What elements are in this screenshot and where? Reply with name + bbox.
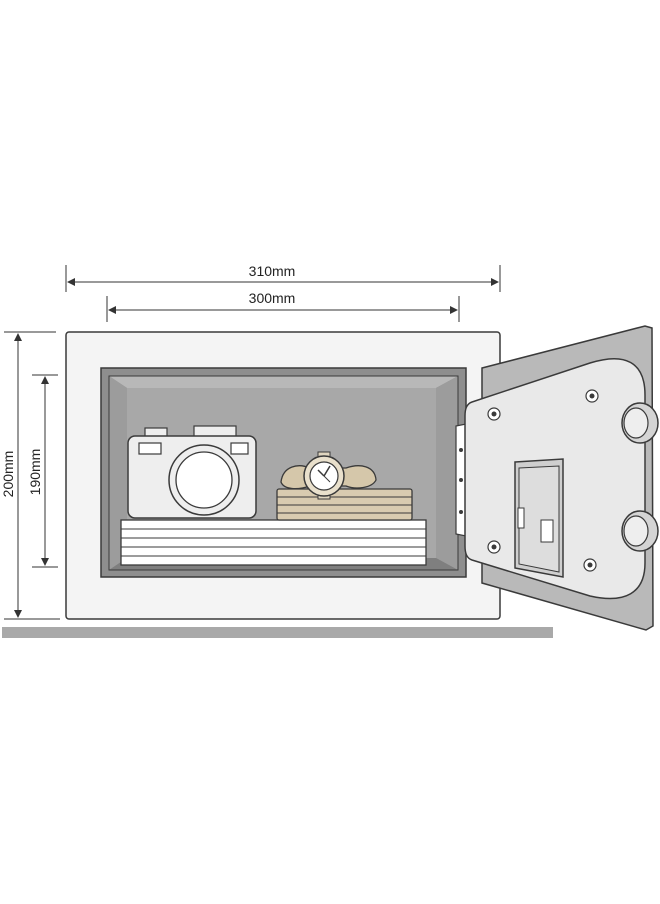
outer-height-label: 200mm <box>0 451 16 498</box>
knob-icon <box>621 510 659 552</box>
outer-height-dimension: 200mm <box>0 331 60 620</box>
knob-icon <box>621 402 659 444</box>
keypad-icon <box>514 458 564 578</box>
inner-width-label: 300mm <box>249 290 296 306</box>
inner-width-dimension: 300mm <box>106 290 460 322</box>
camera-icon <box>127 425 257 519</box>
safe-door <box>464 325 654 631</box>
inner-height-dimension: 190mm <box>27 374 58 568</box>
inner-height-label: 190mm <box>27 449 43 496</box>
books-icon <box>276 488 413 521</box>
door-bolt <box>487 407 501 421</box>
door-bolt <box>585 389 599 403</box>
floor-surface <box>2 627 553 638</box>
papers-icon <box>120 519 427 566</box>
outer-width-dimension: 310mm <box>65 263 501 292</box>
door-bolt <box>583 558 597 572</box>
door-bolt <box>487 540 501 554</box>
watch-icon <box>280 451 377 500</box>
outer-width-label: 310mm <box>249 263 296 279</box>
